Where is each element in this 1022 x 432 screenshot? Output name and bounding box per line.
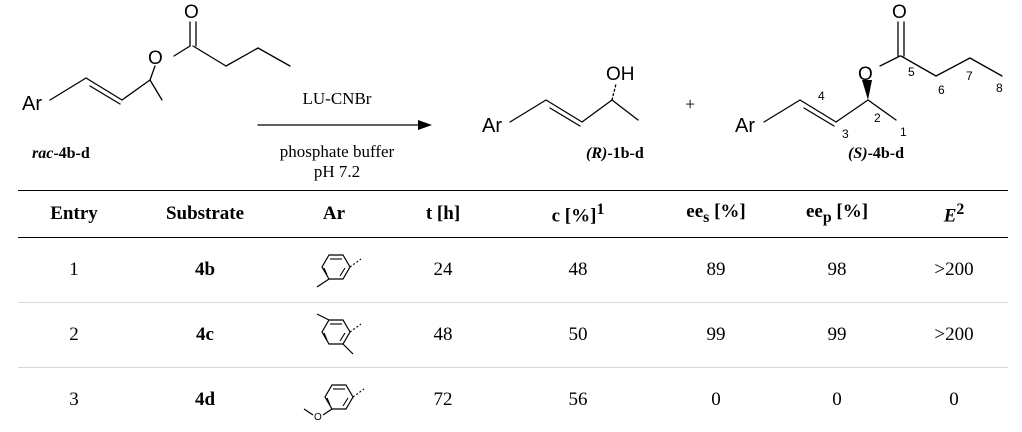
cell-ee-substrate: 89 [658,237,774,303]
cell-ar: O [280,368,388,432]
reaction-scheme: Ar O O rac-4b-d LU-CNBr phosphate buffer… [22,2,1003,181]
methoxy-oxygen-label: O [314,412,322,423]
header-enantioselectivity: E2 [900,190,1008,238]
header-substrate: Substrate [130,190,280,238]
cell-time: 24 [388,237,498,303]
cell-ee-product: 0 [832,389,842,410]
cell-substrate: 4c [130,302,280,368]
carbonyl-oxygen-label: O [184,2,199,23]
cell-entry: 2 [18,302,130,368]
atom-number-4: 4 [818,89,825,103]
cell-enantioselectivity: >200 [900,237,1008,303]
header-conversion: c [%]1 [498,190,658,238]
atom-number-2: 2 [874,111,881,125]
cell-conversion: 48 [498,237,658,303]
cell-enantioselectivity: 0 [949,389,959,410]
product2-structure: Ar O O 4 3 2 1 5 6 7 8 [735,2,1003,141]
cell-conversion: 50 [498,302,658,368]
conditions-line1: phosphate buffer [280,142,395,161]
cell-conversion: 56 [568,389,588,410]
arrow-head-icon [418,120,432,130]
product2-label: (S)-4b-d [848,145,904,162]
ester-oxygen-label: O [148,48,163,69]
cell-ar [280,237,388,303]
header-ee-substrate: ees [%] [658,190,774,238]
table-row: 1 4b 24 48 89 98 >200 [18,237,1008,303]
product2-ar-label: Ar [735,115,755,137]
atom-number-5: 5 [908,65,915,79]
table-row: 2 4c 48 50 99 99 >200 [18,302,1008,368]
product1-ar-label: Ar [482,115,502,137]
cell-ar [280,302,388,368]
cell-entry: 3 [69,389,79,410]
atom-number-3: 3 [842,127,849,141]
product1-structure: Ar OH [482,64,639,137]
plus-sign: + [685,94,695,114]
product2-carbonyl-oxygen-label: O [892,2,907,23]
cell-enantioselectivity: >200 [900,302,1008,368]
cell-substrate: 4d [194,389,216,410]
table-header-row: Entry Substrate Ar t [h] c [%]1 ees [%] … [18,190,1008,238]
cell-time: 72 [433,389,453,410]
cell-entry: 1 [18,237,130,303]
3,4-dimethylphenyl-structure-icon [316,313,362,355]
cell-ee-product: 99 [774,302,900,368]
cell-ee-product: 98 [774,237,900,303]
header-time: t [h] [388,190,498,238]
atom-number-6: 6 [938,83,945,97]
cell-substrate: 4b [130,237,280,303]
reactant-ar-label: Ar [22,93,42,115]
reactant-structure: Ar O O [22,2,291,115]
results-table: Entry Substrate Ar t [h] c [%]1 ees [%] … [18,190,1008,432]
cell-ee-substrate: 99 [658,302,774,368]
atom-number-8: 8 [996,81,1003,95]
cell-time: 48 [388,302,498,368]
enzyme-label: LU-CNBr [303,89,372,108]
header-ar: Ar [280,190,388,238]
atom-number-1: 1 [900,125,907,139]
reactant-label: rac-4b-d [32,145,90,162]
conditions-line2: pH 7.2 [314,162,360,181]
header-entry: Entry [18,190,130,238]
product2-ester-oxygen-label: O [858,64,873,85]
4-methylphenyl-structure-icon [316,254,362,288]
product1-label: (R)-1b-d [586,145,644,162]
cell-ee-substrate: 0 [711,389,721,410]
4-methoxyphenyl-structure-icon: O [303,384,365,423]
hydroxyl-label: OH [606,64,635,85]
header-ee-product: eep [%] [774,190,900,238]
atom-number-7: 7 [966,69,973,83]
table-row: 3 4d O 72 56 0 0 0 [18,368,1008,432]
wedge-bond [862,80,872,100]
